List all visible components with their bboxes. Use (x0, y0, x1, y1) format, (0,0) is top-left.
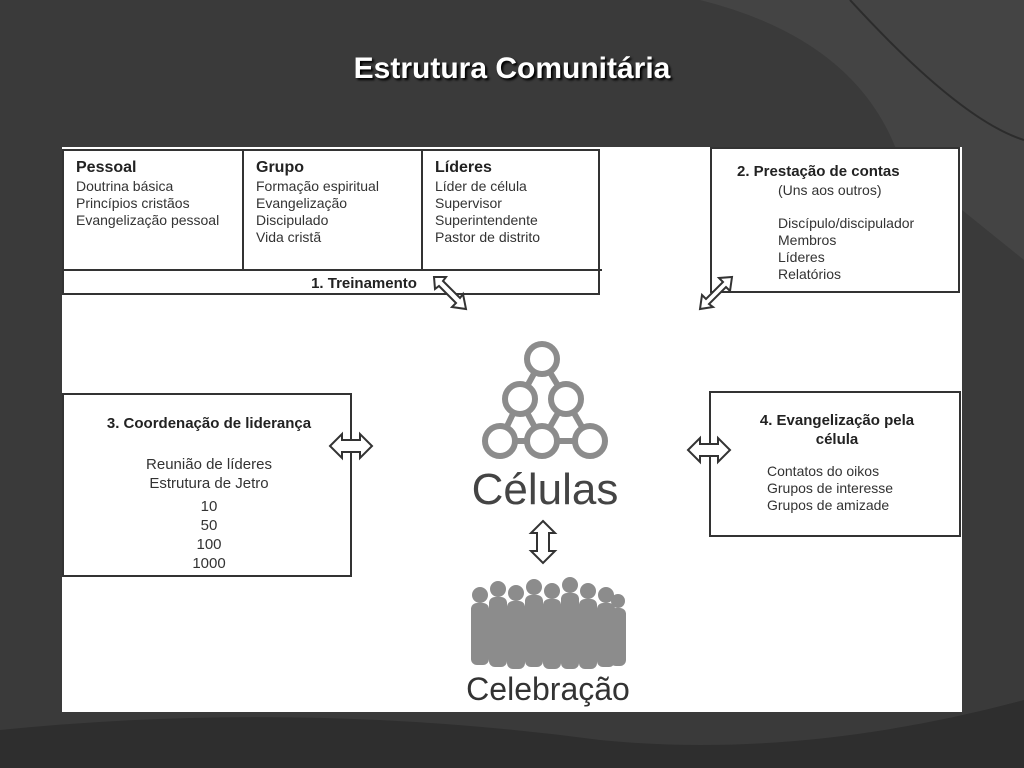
number-item: 1000 (192, 555, 226, 572)
column-divider (421, 151, 423, 269)
column-grupo: Grupo Formação espiritual Evangelização … (244, 151, 422, 269)
list-item: Doutrina básica (76, 178, 174, 194)
list-item: Formação espiritual (256, 178, 379, 194)
coordenacao-list: Reunião de líderes Estrutura de Jetro 10… (64, 455, 354, 573)
evangelizacao-box: 4. Evangelização pela célula Contatos do… (709, 391, 961, 537)
number-item: 50 (200, 517, 218, 534)
prestacao-box: 2. Prestação de contas (Uns aos outros) … (710, 147, 960, 293)
treinamento-footer: 1. Treinamento (311, 275, 417, 292)
number-item: 100 (196, 536, 222, 553)
horizontal-double-arrow-icon (686, 435, 732, 465)
list-item: Reunião de líderes (146, 456, 272, 473)
celebracao-label: Celebração (466, 671, 630, 707)
treinamento-box: Pessoal Doutrina básica Princípios crist… (62, 149, 602, 295)
list-item: Pastor de distrito (435, 229, 541, 245)
evangelizacao-title-line1: 4. Evangelização pela (759, 412, 915, 429)
number-item: 10 (200, 498, 218, 515)
vertical-double-arrow-icon (528, 519, 558, 565)
prestacao-subtitle: (Uns aos outros) (778, 182, 882, 198)
list-item: Líderes (778, 249, 825, 265)
column-pessoal: Pessoal Doutrina básica Princípios crist… (64, 151, 242, 269)
coordenacao-title: 3. Coordenação de liderança (106, 415, 312, 432)
list-item: Contatos do oikos (767, 463, 880, 479)
list-item: Membros (778, 232, 837, 248)
evangelizacao-title: 4. Evangelização pela célula (737, 411, 937, 449)
cells-pyramid-icon (482, 341, 608, 459)
column-heading: Líderes (435, 159, 492, 176)
list-item: Supervisor (435, 195, 502, 211)
column-lideres: Líderes Líder de célula Supervisor Super… (423, 151, 598, 269)
list-item: Evangelização pessoal (76, 212, 220, 228)
evangelizacao-title-line2: célula (815, 431, 859, 448)
horizontal-double-arrow-icon (328, 431, 374, 461)
crowd-people-icon (471, 577, 626, 669)
column-heading: Pessoal (76, 159, 137, 176)
list-item: Grupos de amizade (767, 497, 890, 513)
list-item: Discípulo/discipulador (778, 215, 915, 231)
slide-title: Estrutura Comunitária (353, 52, 671, 85)
diagonal-double-arrow-icon (432, 276, 468, 311)
list-item: Vida cristã (256, 229, 322, 245)
footer-divider (64, 269, 602, 271)
diagram-panel: Pessoal Doutrina básica Princípios crist… (62, 147, 962, 712)
prestacao-list: Discípulo/discipulador Membros Líderes R… (778, 215, 914, 283)
coordenacao-box: 3. Coordenação de liderança Reunião de l… (62, 393, 352, 577)
celulas-label: Células (471, 465, 619, 514)
list-item: Líder de célula (435, 178, 527, 194)
prestacao-title: 2. Prestação de contas (737, 163, 900, 180)
list-item: Relatórios (778, 266, 842, 282)
list-item: Estrutura de Jetro (149, 475, 269, 492)
list-item: Princípios cristãos (76, 195, 190, 211)
column-heading: Grupo (256, 159, 304, 176)
list-item: Discipulado (256, 212, 329, 228)
list-item: Grupos de interesse (767, 480, 894, 496)
column-divider (242, 151, 244, 269)
evangelizacao-list: Contatos do oikos Grupos de interesse Gr… (767, 463, 893, 514)
list-item: Evangelização (256, 195, 348, 211)
list-item: Superintendente (435, 212, 538, 228)
diagonal-double-arrow-icon (698, 275, 734, 311)
